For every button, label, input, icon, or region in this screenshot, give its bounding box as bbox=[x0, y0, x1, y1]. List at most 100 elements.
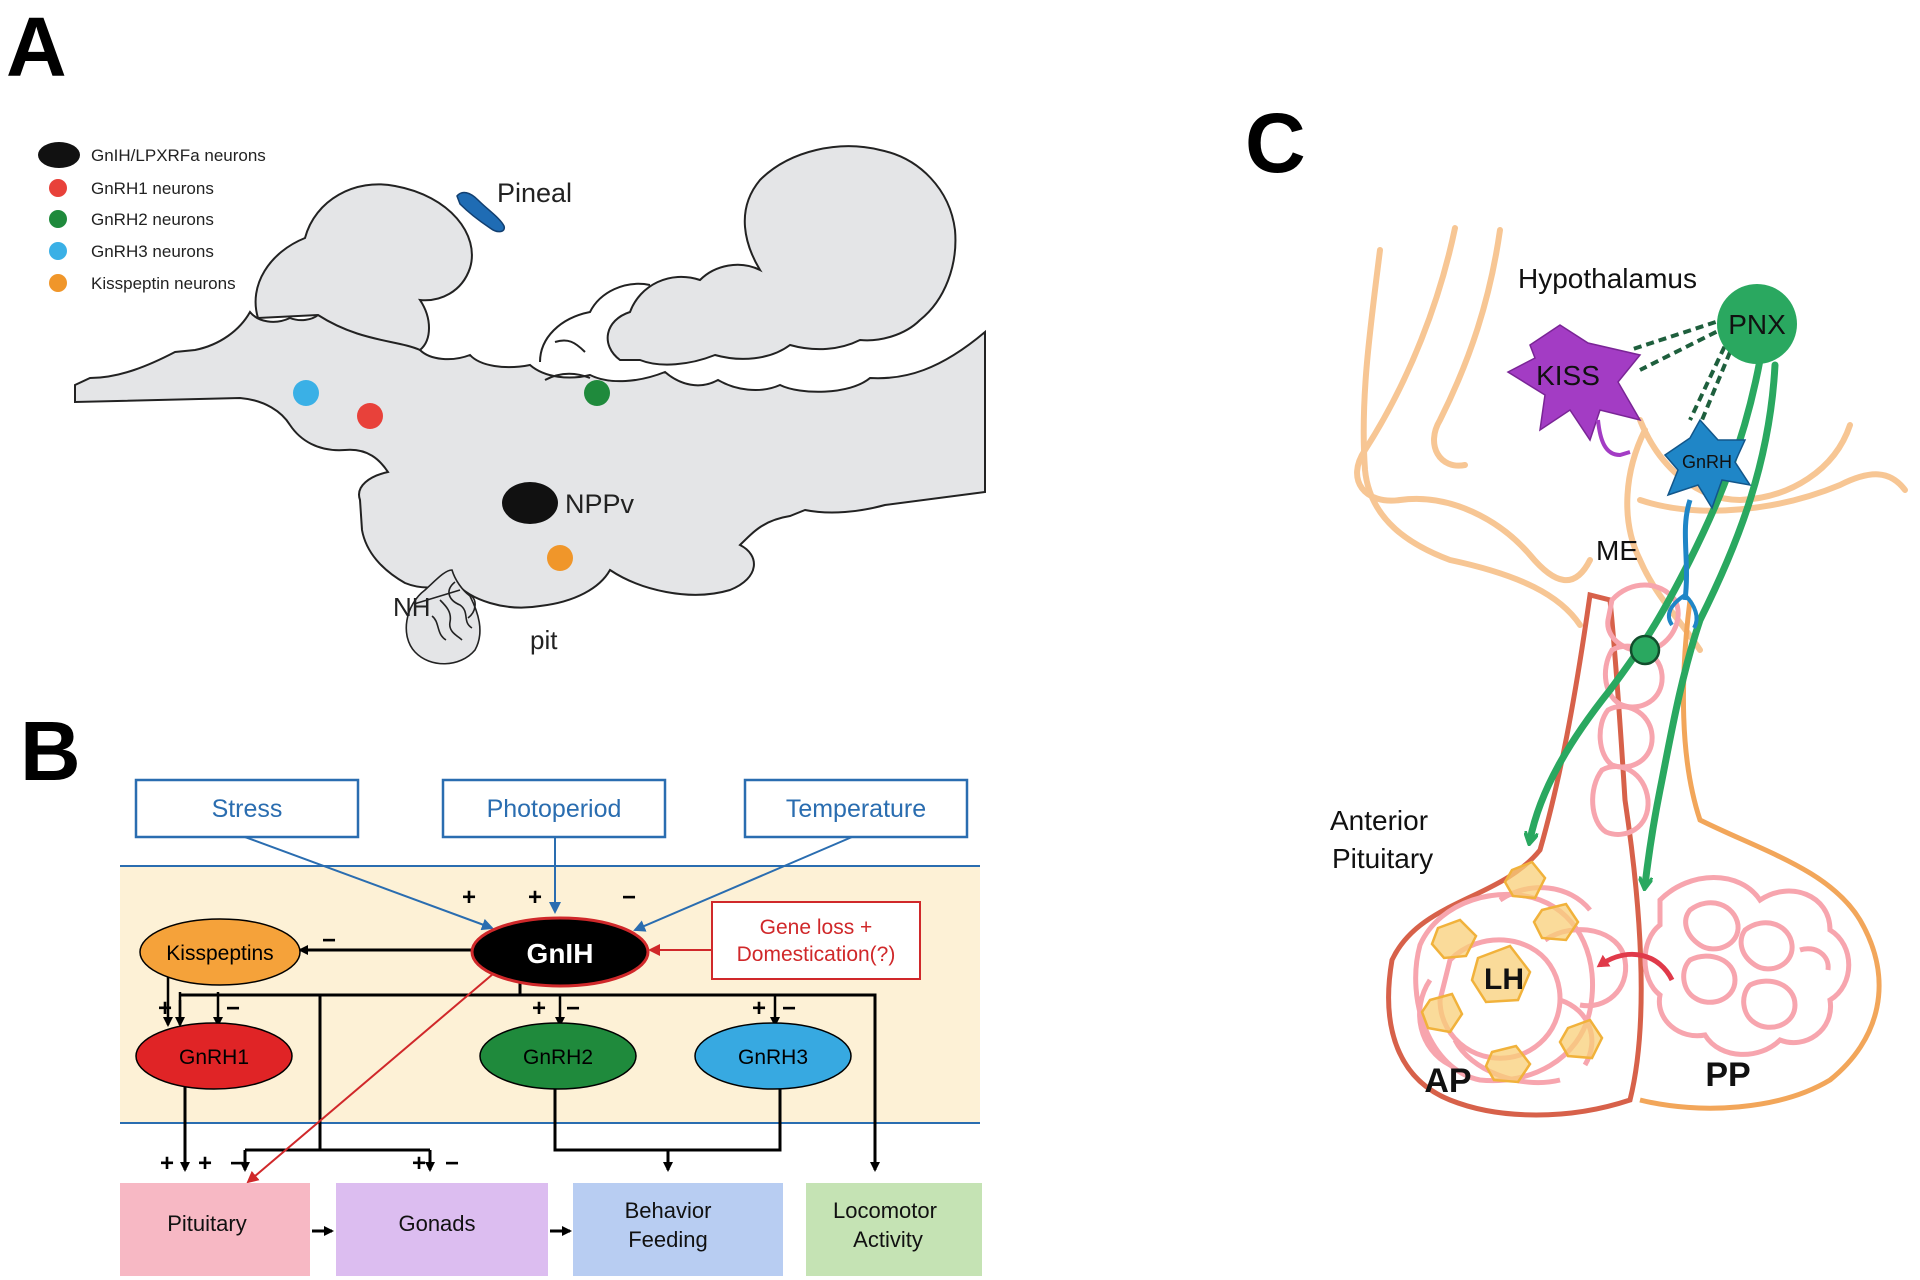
ap-label: AP bbox=[1424, 1062, 1471, 1100]
pineal-gland: Pineal bbox=[456, 178, 572, 233]
stress-arrow bbox=[244, 836, 494, 931]
pituitary-sketch bbox=[405, 569, 481, 665]
gonads-plus: + bbox=[412, 1150, 426, 1177]
gnih-gnrh1-minus: − bbox=[226, 995, 240, 1022]
photoperiod-sign: + bbox=[528, 884, 542, 911]
gnih-node bbox=[470, 916, 650, 988]
gnrh2-plus: + bbox=[532, 995, 546, 1022]
legend-swatch-gnih bbox=[38, 142, 80, 168]
temperature-sign: − bbox=[622, 884, 636, 911]
gene-loss-box bbox=[711, 901, 921, 980]
panel-b: B Stress Photoperiod Temperature + + − bbox=[20, 704, 982, 1276]
feeding-label: Feeding bbox=[628, 1227, 708, 1252]
kiss-gnrh1-plus: + bbox=[158, 995, 172, 1022]
pit-label: pit bbox=[530, 625, 558, 655]
panel-a: A GnIH/LPXRFa neurons GnRH1 neurons GnRH… bbox=[6, 0, 986, 665]
pnx-fibers bbox=[1530, 356, 1779, 885]
pituitary-label: Pituitary bbox=[167, 1211, 246, 1236]
stress-sign: + bbox=[462, 884, 476, 911]
panel-letter-a: A bbox=[6, 0, 67, 94]
gnrh-terminal bbox=[1666, 593, 1699, 630]
pnx-neuron bbox=[1717, 284, 1797, 364]
legend-label-gnrh3: GnRH3 neurons bbox=[91, 242, 214, 261]
legend-label-gnrh2: GnRH2 neurons bbox=[91, 210, 214, 229]
gonads-label: Gonads bbox=[398, 1211, 475, 1236]
gnih-pituitary-arrow bbox=[246, 967, 501, 1184]
kisspeptins-node bbox=[139, 918, 301, 986]
nh-pointer-line bbox=[413, 589, 461, 605]
gnrh-label: GnRH bbox=[1682, 452, 1732, 472]
gnih-kiss-minus: − bbox=[322, 927, 336, 954]
panel-letter-c: C bbox=[1245, 96, 1306, 190]
hypothalamus-label: Hypothalamus bbox=[1518, 263, 1697, 294]
temperature-box bbox=[743, 778, 969, 839]
gonads-minus: − bbox=[445, 1150, 459, 1177]
gnrh3-node bbox=[694, 1022, 852, 1090]
kiss-label: KISS bbox=[1536, 360, 1600, 391]
gene-loss-line1: Gene loss + bbox=[760, 916, 873, 939]
gnrh3-neuron-dot bbox=[293, 380, 319, 406]
behavior-feeding-box bbox=[573, 1183, 783, 1276]
legend: GnIH/LPXRFa neurons GnRH1 neurons GnRH2 … bbox=[38, 142, 266, 293]
gnrh1-label: GnRH1 bbox=[179, 1046, 249, 1069]
legend-label-gnrh1: GnRH1 neurons bbox=[91, 179, 214, 198]
brain-outline bbox=[74, 145, 986, 609]
nppv-label: NPPv bbox=[565, 489, 635, 519]
legend-swatch-gnrh3 bbox=[49, 242, 67, 260]
panel-c: C bbox=[1245, 96, 1908, 1118]
gnrh-neuron: GnRH bbox=[1663, 418, 1752, 510]
legend-label-gnih: GnIH/LPXRFa neurons bbox=[91, 146, 266, 165]
anterior-label: Anterior bbox=[1330, 805, 1428, 836]
pituitary-plus-1: + bbox=[160, 1150, 174, 1177]
gnrh3-plus: + bbox=[752, 995, 766, 1022]
pituitary-minus: − bbox=[230, 1150, 244, 1177]
pituitary-box bbox=[120, 1183, 310, 1276]
gnih-label: GnIH bbox=[527, 938, 594, 969]
lh-cells bbox=[1420, 860, 1604, 1084]
pnx-label: PNX bbox=[1728, 309, 1786, 340]
posterior-pituitary-outline bbox=[1639, 599, 1882, 1111]
gnrh3-label: GnRH3 bbox=[738, 1046, 808, 1069]
anterior-pituitary-outline bbox=[1386, 591, 1644, 1118]
lh-label: LH bbox=[1484, 963, 1524, 996]
gnrh-output-lines bbox=[180, 1080, 782, 1172]
gnrh-axon bbox=[1682, 499, 1693, 601]
stress-label: Stress bbox=[212, 795, 283, 823]
photoperiod-box bbox=[441, 778, 667, 839]
pp-label: PP bbox=[1705, 1056, 1750, 1094]
legend-swatch-gnrh1 bbox=[49, 179, 67, 197]
pnx-dotted-links bbox=[1629, 316, 1737, 421]
gnrh1-node bbox=[135, 1022, 293, 1090]
kisspeptins-label: Kisspeptins bbox=[166, 942, 273, 965]
nh-label: NH bbox=[393, 592, 431, 622]
gene-loss-line2: Domestication(?) bbox=[737, 943, 896, 966]
kisspeptin-gnrh-lines bbox=[163, 975, 223, 1027]
pituitary-label-c: Pituitary bbox=[1332, 843, 1433, 874]
gnrh2-minus: − bbox=[566, 995, 580, 1022]
panel-letter-b: B bbox=[20, 704, 81, 798]
activity-label: Activity bbox=[853, 1227, 923, 1252]
kiss-neuron: KISS bbox=[1506, 324, 1642, 458]
gonads-box bbox=[336, 1183, 548, 1276]
locomotor-label: Locomotor bbox=[833, 1198, 937, 1223]
photoperiod-label: Photoperiod bbox=[487, 795, 622, 823]
me-label: ME bbox=[1596, 535, 1638, 566]
pineal-label: Pineal bbox=[497, 178, 572, 208]
behavior-label: Behavior bbox=[625, 1198, 712, 1223]
pituitary-plus-2: + bbox=[198, 1150, 212, 1177]
legend-swatch-gnrh2 bbox=[49, 210, 67, 228]
temperature-arrow bbox=[633, 836, 853, 932]
stress-box bbox=[134, 778, 360, 839]
gnrh2-label: GnRH2 bbox=[523, 1046, 593, 1069]
kisspeptin-neuron-dot bbox=[547, 545, 573, 571]
pnx-terminal-dot bbox=[1629, 634, 1661, 666]
gnih-neuron-ellipse bbox=[502, 482, 558, 524]
hypothalamus-outline bbox=[1354, 225, 1908, 653]
gnrh2-neuron-dot bbox=[584, 380, 610, 406]
gnrh2-node bbox=[479, 1022, 637, 1090]
gnrh1-neuron-dot bbox=[357, 403, 383, 429]
legend-swatch-kisspeptin bbox=[49, 274, 67, 292]
temperature-label: Temperature bbox=[786, 795, 926, 823]
legend-label-kisspeptin: Kisspeptin neurons bbox=[91, 274, 236, 293]
